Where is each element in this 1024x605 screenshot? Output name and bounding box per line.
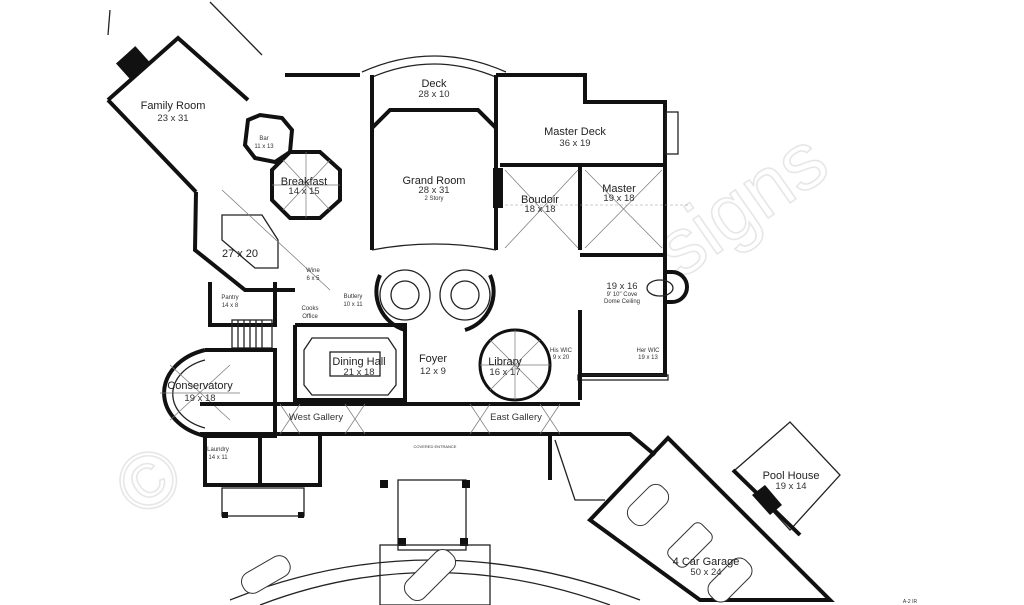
label-pantry: Pantry: [221, 295, 238, 301]
size-cooks-office: Office: [302, 314, 318, 320]
central-walls: [285, 55, 690, 255]
label-deck: Deck: [421, 78, 447, 90]
label-master-bath: 19 x 16: [606, 281, 637, 292]
garage-walls: [241, 432, 835, 603]
size-breakfast: 14 x 15: [288, 186, 319, 197]
size-master-deck: 36 x 19: [559, 138, 590, 149]
size-wine: 6 x 5: [306, 276, 320, 282]
pool-house-walls: [731, 421, 841, 537]
conservatory-walls: [160, 348, 277, 438]
master-suite-walls: [577, 253, 689, 400]
svg-text:©: ©: [99, 427, 198, 534]
kitchen-walls: [192, 189, 331, 327]
label-boudoir: Boudoir: [521, 194, 559, 206]
room-labels: Family Room 23 x 31 Bar 11 x 13 Breakfas…: [141, 78, 918, 605]
label-master-deck: Master Deck: [544, 126, 606, 138]
label-library: Library: [488, 356, 522, 368]
label-east-gallery: East Gallery: [490, 412, 542, 423]
family-room-walls: [106, 1, 342, 220]
label-grand-room: Grand Room: [403, 175, 466, 187]
size-library: 16 x 17: [489, 367, 520, 378]
main-hall-walls: [200, 323, 580, 485]
size-dining-hall: 21 x 18: [343, 367, 374, 378]
label-his-wic: His WIC: [550, 348, 573, 354]
label-bar: Bar: [259, 136, 268, 142]
size-family-room: 23 x 31: [157, 113, 188, 124]
size-master: 19 x 18: [603, 193, 634, 204]
size-pantry: 14 x 8: [222, 303, 239, 309]
size-master-bath: 9' 10" Cove: [607, 292, 638, 298]
note-grand-room: 2 Story: [424, 196, 443, 202]
size-garage: 50 x 24: [690, 567, 721, 578]
label-wine: Wine: [306, 268, 320, 274]
size-pool-house: 19 x 14: [775, 481, 806, 492]
label-pool-house: Pool House: [763, 470, 820, 482]
size-laundry: 14 x 11: [208, 455, 228, 461]
size-deck: 28 x 10: [418, 89, 449, 100]
label-covered-entrance: COVERED ENTRANCE: [414, 444, 457, 449]
size-bar: 11 x 13: [254, 144, 274, 150]
sheet-id: A-2 IR: [903, 599, 918, 605]
size-butlery: 10 x 11: [343, 302, 363, 308]
label-dining-hall: Dining Hall: [332, 356, 385, 368]
svg-text:signs: signs: [639, 114, 843, 294]
size-foyer: 12 x 9: [420, 366, 446, 377]
label-butlery: Butlery: [344, 294, 363, 300]
size-boudoir: 18 x 18: [524, 204, 555, 215]
label-foyer: Foyer: [419, 353, 447, 365]
size-her-wic: 19 x 13: [638, 355, 658, 361]
label-cooks-office: Cooks: [301, 306, 318, 312]
spiral-stairs: [374, 269, 496, 332]
label-garage: 4 Car Garage: [673, 556, 740, 568]
size-grand-room: 28 x 31: [418, 185, 449, 196]
label-master: Master: [602, 183, 636, 195]
label-family-room: Family Room: [141, 100, 206, 112]
size-his-wic: 9 x 20: [553, 355, 570, 361]
size-kitchen: 27 x 20: [222, 248, 258, 260]
label-breakfast: Breakfast: [281, 176, 327, 188]
stairs-west: [231, 319, 273, 349]
label-conservatory: Conservatory: [167, 380, 233, 392]
label-laundry: Laundry: [207, 447, 229, 453]
label-her-wic: Her WIC: [637, 348, 661, 354]
note-master-bath: Dome Ceiling: [604, 299, 640, 305]
label-west-gallery: West Gallery: [289, 412, 343, 423]
size-conservatory: 19 x 18: [184, 393, 215, 404]
